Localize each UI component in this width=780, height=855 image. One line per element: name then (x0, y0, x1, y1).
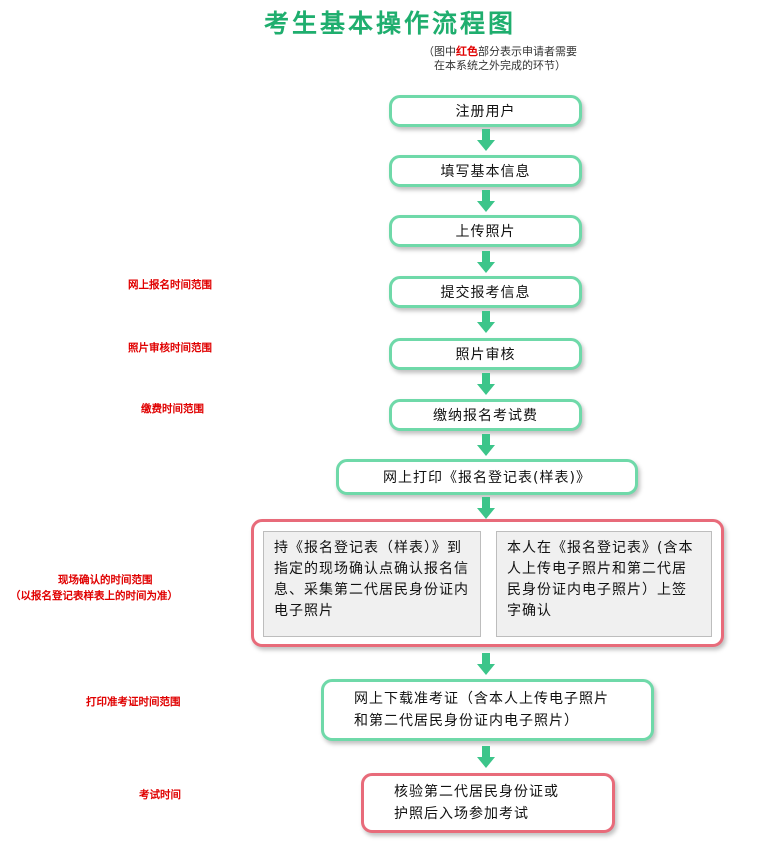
side-label-confirm-note: （以报名登记表样表上的时间为准） (10, 590, 178, 602)
step-label: 照片审核 (455, 347, 516, 363)
arrow-down-icon (477, 251, 495, 273)
step-basic-info: 填写基本信息 (389, 155, 582, 187)
step-label: 网上打印《报名登记表(样表)》 (383, 470, 591, 486)
admission-line2: 和第二代居民身份证内电子照片） (354, 713, 579, 729)
subtitle-post: 部分表示申请者需要 (478, 45, 577, 58)
onsite-confirm-right: 本人在《报名登记表》(含本人上传电子照片和第二代居民身份证内电子照片）上签字确认 (496, 531, 712, 637)
subtitle-line2: 在本系统之外完成的环节） (434, 59, 566, 72)
arrow-down-icon (477, 129, 495, 151)
step-payment: 缴纳报名考试费 (389, 399, 582, 431)
step-label: 填写基本信息 (440, 164, 531, 180)
onsite-confirm-left: 持《报名登记表（样表）》到指定的现场确认点确认报名信息、采集第二代居民身份证内电… (263, 531, 481, 637)
page-title: 考生基本操作流程图 (263, 9, 516, 38)
side-label-payment: 缴费时间范围 (141, 403, 204, 415)
arrow-down-icon (477, 746, 495, 768)
arrow-down-icon (477, 190, 495, 212)
step-print-form: 网上打印《报名登记表(样表)》 (336, 459, 638, 495)
exam-line1: 核验第二代居民身份证或 (394, 784, 559, 800)
subtitle-pre: （图中 (423, 45, 456, 58)
step-label: 提交报考信息 (440, 285, 531, 301)
arrow-down-icon (477, 497, 495, 519)
step-label: 上传照片 (455, 224, 516, 240)
onsite-confirm-right-text: 本人在《报名登记表》(含本人上传电子照片和第二代居民身份证内电子照片）上签字确认 (507, 540, 694, 619)
subtitle: （图中红色部分表示申请者需要 在本系统之外完成的环节） (380, 45, 620, 73)
arrow-down-icon (477, 434, 495, 456)
step-label: 注册用户 (455, 104, 516, 120)
side-label-photo-review: 照片审核时间范围 (128, 342, 212, 354)
onsite-confirm-left-text: 持《报名登记表（样表）》到指定的现场确认点确认报名信息、采集第二代居民身份证内电… (274, 540, 469, 619)
step-photo-review: 照片审核 (389, 338, 582, 370)
subtitle-red: 红色 (456, 45, 478, 58)
side-label-admission: 打印准考证时间范围 (86, 696, 181, 708)
step-submit-info: 提交报考信息 (389, 276, 582, 308)
step-download-admission: 网上下载准考证（含本人上传电子照片 和第二代居民身份证内电子照片） (321, 679, 654, 741)
step-register: 注册用户 (389, 95, 582, 127)
step-attend-exam: 核验第二代居民身份证或 护照后入场参加考试 (361, 773, 615, 833)
side-label-apply: 网上报名时间范围 (128, 279, 212, 291)
step-upload-photo: 上传照片 (389, 215, 582, 247)
arrow-down-icon (477, 311, 495, 333)
step-label: 缴纳报名考试费 (433, 408, 538, 424)
side-label-exam: 考试时间 (139, 789, 181, 801)
admission-line1: 网上下载准考证（含本人上传电子照片 (354, 691, 609, 707)
side-label-confirm: 现场确认的时间范围 (58, 574, 153, 586)
arrow-down-icon (477, 653, 495, 675)
arrow-down-icon (477, 373, 495, 395)
exam-line2: 护照后入场参加考试 (394, 806, 529, 822)
